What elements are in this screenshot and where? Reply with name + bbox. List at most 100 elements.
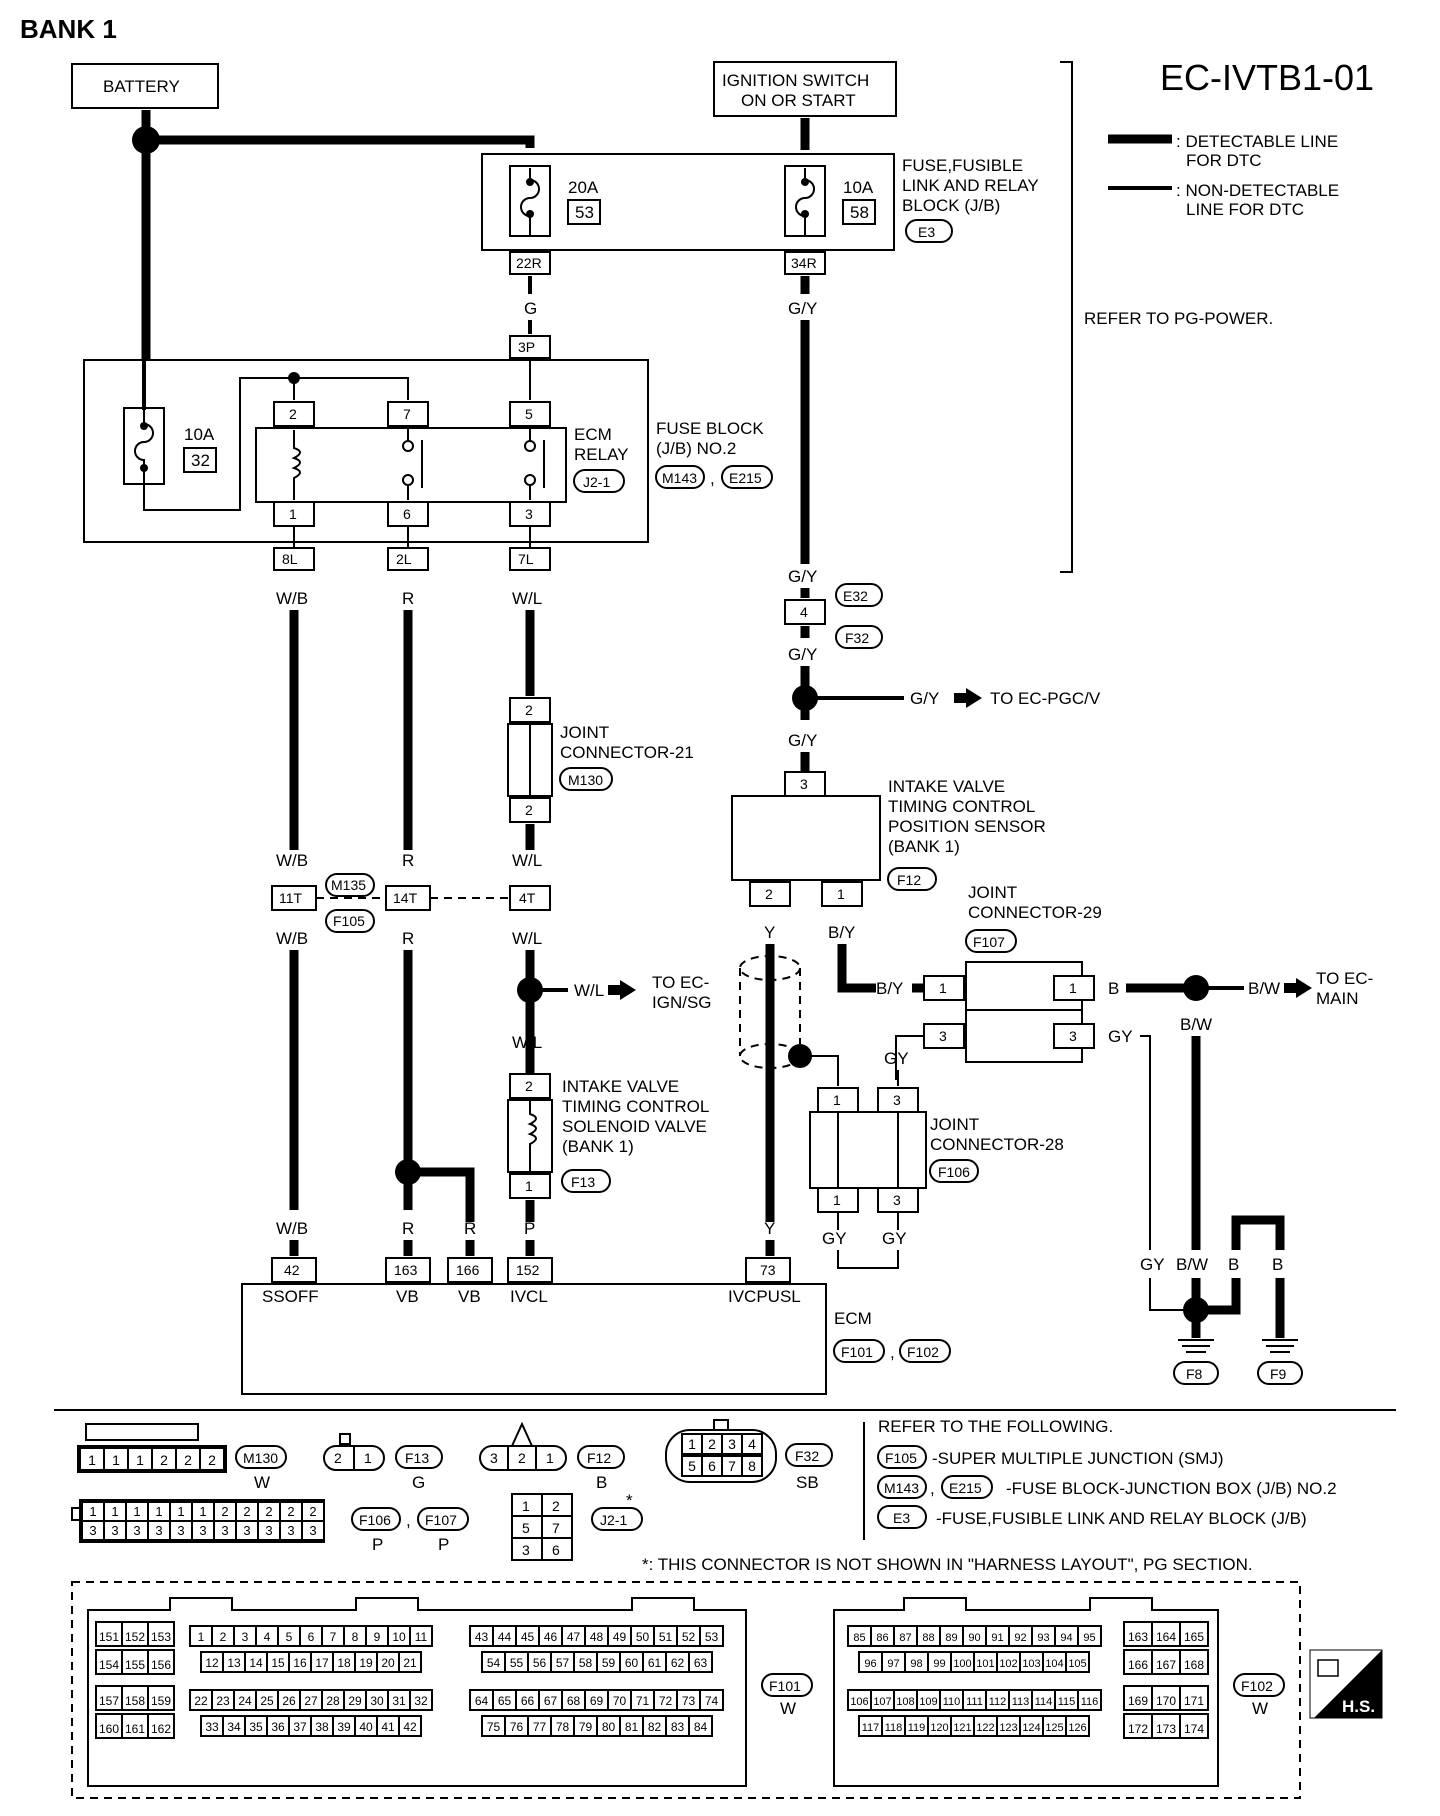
connector-pin-number: 153 xyxy=(151,1630,171,1644)
connector-pin-number: 3 xyxy=(111,1523,118,1538)
svg-text:163: 163 xyxy=(394,1262,418,1278)
connector-pin-number: 29 xyxy=(348,1694,362,1708)
connector-pin-number: 80 xyxy=(602,1720,616,1734)
connector-pin-number: 61 xyxy=(648,1656,662,1670)
svg-text:3: 3 xyxy=(800,776,808,792)
connector-pin-number: 92 xyxy=(1014,1632,1026,1644)
svg-text:2: 2 xyxy=(552,1498,560,1514)
connector-pin-number: 154 xyxy=(99,1658,119,1672)
connector-pin-number: 114 xyxy=(1035,1696,1053,1708)
connector-pin-number: 102 xyxy=(999,1658,1017,1670)
wire-label-r-5: R xyxy=(464,1219,476,1238)
connector-cell xyxy=(121,1621,149,1647)
connector-pin-number: 2 xyxy=(221,1504,228,1519)
svg-text:1: 1 xyxy=(939,980,947,996)
connector-m135-badge xyxy=(325,873,375,897)
connector-m130-badge xyxy=(559,767,613,791)
wire-label-g: G xyxy=(524,299,537,318)
svg-text:3: 3 xyxy=(490,1450,498,1466)
connector-pin-number: 37 xyxy=(293,1720,307,1734)
svg-text:FOR DTC: FOR DTC xyxy=(1186,151,1262,170)
connector-pin-number: 168 xyxy=(1184,1658,1204,1672)
svg-text:M135: M135 xyxy=(331,877,366,893)
connector-pin-number: 56 xyxy=(533,1656,547,1670)
connector-pin-number: 3 xyxy=(309,1523,316,1538)
connector-pin-number: 107 xyxy=(873,1696,891,1708)
svg-text:1: 1 xyxy=(289,506,297,522)
connector-pin-number: 46 xyxy=(544,1630,558,1644)
position-sensor: 3 2 1 xyxy=(731,771,881,907)
refer-m143-badge xyxy=(877,1475,927,1499)
connector-pin-number: 55 xyxy=(510,1656,524,1670)
refer-e215-badge xyxy=(941,1475,993,1499)
wire-label-b-3: B xyxy=(1272,1255,1283,1274)
harness-side-icon: H.S. xyxy=(1309,1649,1383,1719)
connector-pin-number: 62 xyxy=(671,1656,685,1670)
battery-box xyxy=(71,63,219,109)
connector-pin-number: 100 xyxy=(953,1658,971,1670)
jb-label-1: FUSE,FUSIBLE xyxy=(902,156,1023,175)
svg-text:F106: F106 xyxy=(359,1512,391,1528)
connector-pin-number: 3 xyxy=(177,1523,184,1538)
wire-label-wl-2: W/L xyxy=(512,851,542,870)
to-ec-main-2: MAIN xyxy=(1316,989,1359,1008)
relay-pins-bottom: 1 6 3 xyxy=(273,501,551,527)
svg-text:J2-1: J2-1 xyxy=(583,474,610,490)
connector-pin-number: 51 xyxy=(659,1630,673,1644)
connector-pin-number: 99 xyxy=(933,1658,945,1670)
joint-connector-29: 1 3 1 3 xyxy=(923,961,1095,1063)
wire-label-gy-3: G/Y xyxy=(788,645,817,664)
svg-text:3: 3 xyxy=(525,506,533,522)
connector-pin-number: 60 xyxy=(625,1656,639,1670)
connector-pin-number: 90 xyxy=(968,1632,980,1644)
connector-pin-number: 26 xyxy=(282,1694,296,1708)
connector-cell xyxy=(147,1713,175,1739)
ignition-label-1: IGNITION SWITCH xyxy=(722,71,869,90)
svg-text:M130: M130 xyxy=(568,772,603,788)
wire-label-b-1: B xyxy=(1108,979,1119,998)
svg-text:1: 1 xyxy=(833,1092,841,1108)
sensor-label-4: (BANK 1) xyxy=(888,837,960,856)
svg-text:2: 2 xyxy=(525,802,533,818)
svg-text:8L: 8L xyxy=(282,551,298,567)
fuse-53: 20A 53 xyxy=(509,165,601,237)
ignition-switch-box xyxy=(713,61,897,117)
svg-text:7L: 7L xyxy=(518,551,534,567)
connector-cell xyxy=(147,1649,175,1675)
connector-pin-number: 59 xyxy=(602,1656,616,1670)
connector-f106-badge-2 xyxy=(351,1507,401,1531)
svg-text:10A: 10A xyxy=(843,178,874,197)
svg-text:E215: E215 xyxy=(729,470,762,486)
connector-pin-number: 103 xyxy=(1022,1658,1040,1670)
jc28-label-1: JOINT xyxy=(930,1115,979,1134)
connector-f107-badge xyxy=(965,929,1017,953)
svg-text:1: 1 xyxy=(546,1450,554,1466)
ecm-relay xyxy=(255,427,567,503)
connector-pin-number: 163 xyxy=(1128,1630,1148,1644)
svg-text:F107: F107 xyxy=(425,1512,457,1528)
connector-pin-number: 125 xyxy=(1045,1722,1063,1734)
connector-pin-number: 76 xyxy=(510,1720,524,1734)
svg-text:F32: F32 xyxy=(845,630,869,646)
wire-label-by-1: B/Y xyxy=(828,923,855,942)
wire-label-by-2: B/Y xyxy=(876,979,903,998)
svg-text:11T: 11T xyxy=(279,890,303,906)
svg-text:6: 6 xyxy=(552,1542,560,1558)
connector-pin-number: 3 xyxy=(89,1523,96,1538)
connector-pin-number: 65 xyxy=(498,1694,512,1708)
connector-e32-badge xyxy=(835,583,883,607)
connector-f13-badge xyxy=(561,1169,611,1193)
svg-text:LINE FOR DTC: LINE FOR DTC xyxy=(1186,200,1304,219)
connector-pin-number: 152 xyxy=(125,1630,145,1644)
connector-pin-number: 172 xyxy=(1128,1722,1148,1736)
fuse-58: 10A 58 xyxy=(784,165,876,237)
wire-label-gy-5: G/Y xyxy=(788,731,817,750)
connector-cell xyxy=(1179,1621,1209,1647)
connector-pin-number: 93 xyxy=(1037,1632,1049,1644)
wire-label-bw-2: B/W xyxy=(1180,1015,1212,1034)
connector-f13-badge-2 xyxy=(395,1445,443,1469)
connector-pin-number: 1 xyxy=(136,1452,144,1468)
svg-text:6: 6 xyxy=(403,506,411,522)
